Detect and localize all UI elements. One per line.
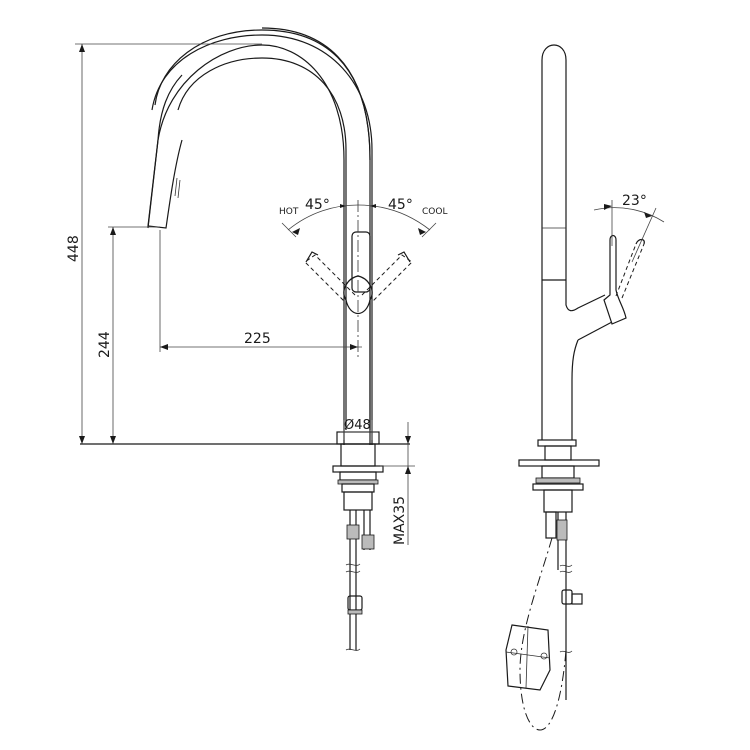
lever-tilt-angle-label: 23° [622,193,647,209]
total-height-label: 448 [66,235,82,262]
spout-height-label: 244 [97,331,113,358]
spout-reach-label: 225 [244,331,271,347]
hot-label: HOT [279,207,299,217]
cool-angle-label: 45° [388,197,413,213]
front-view: HOT 45° 45° COOL Ø48 MAX35 [66,27,447,651]
cool-label: COOL [422,207,447,217]
hot-angle-label: 45° [305,197,330,213]
max-deck-thickness-label: MAX35 [392,496,408,545]
base-diameter-label: Ø48 [344,418,371,433]
side-view: 23° [505,44,665,731]
